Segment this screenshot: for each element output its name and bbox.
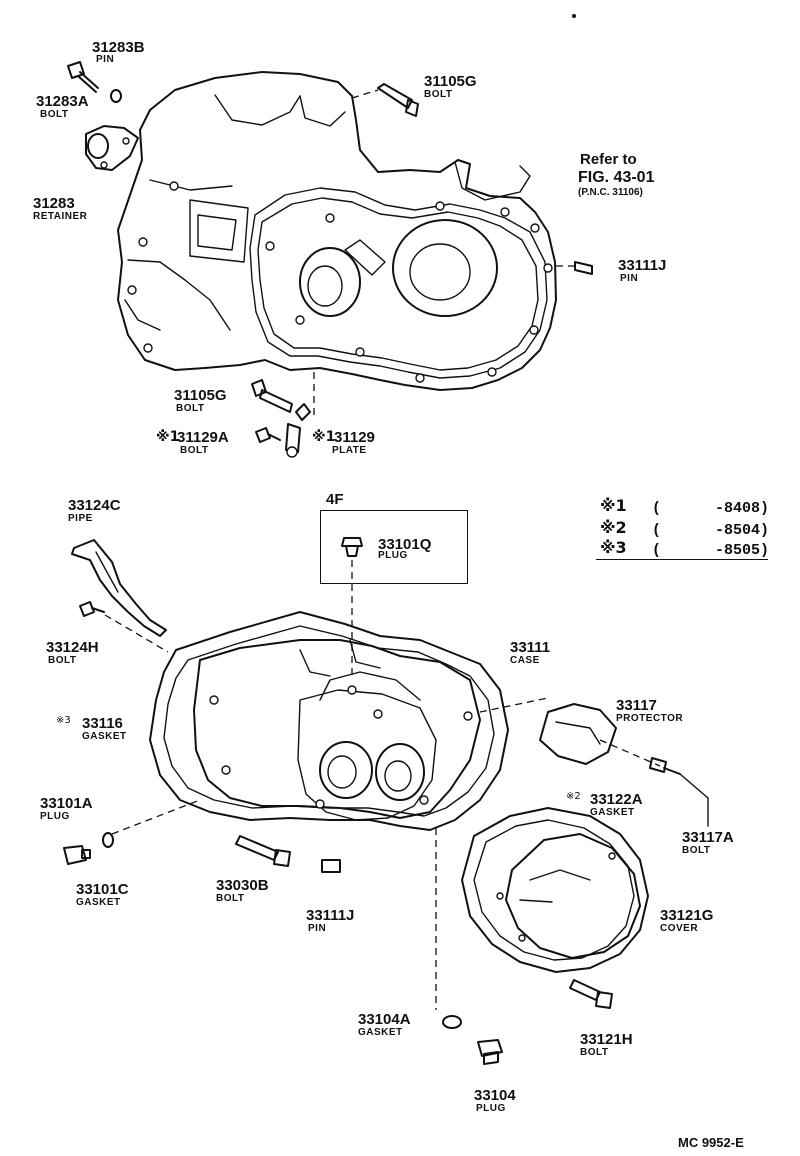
legend-underline [596, 559, 768, 560]
label-33101C-number: 33101C [76, 881, 129, 898]
label-33122A-number: 33122A [590, 791, 643, 808]
label-31129-number: 31129 [334, 429, 375, 446]
label-33116-number: 33116 [82, 715, 123, 732]
label-31283B-name: PIN [96, 54, 115, 65]
top-fasteners [67, 61, 593, 458]
legend-1-mark: ※1 [600, 496, 627, 515]
refer-figure-text: FIG. 43-01 [578, 169, 655, 186]
label-33121H-name: BOLT [580, 1047, 609, 1058]
protector-33117 [539, 703, 617, 765]
label-33121H-number: 33121H [580, 1031, 633, 1048]
label-31105G-bottom-name: BOLT [176, 403, 205, 414]
gasket-33116 [149, 611, 509, 831]
pin-33111J-shape [321, 859, 341, 873]
label-33104A-name: GASKET [358, 1027, 403, 1038]
label-31105G-top-number: 31105G [424, 73, 477, 90]
label-33121G-number: 33121G [660, 907, 714, 924]
label-33117A-name: BOLT [682, 845, 711, 856]
label-33104A-number: 33104A [358, 1011, 411, 1028]
plug-33101Q-shape [341, 537, 363, 557]
label-33121G-name: COVER [660, 923, 699, 934]
label-33101Q-number: 33101Q [378, 536, 432, 553]
gasket-33122A-cover-33121G [461, 807, 649, 973]
transaxle-housing [117, 71, 557, 391]
plug-33104-shape [477, 1039, 503, 1057]
label-33111-name: CASE [510, 655, 540, 666]
legend-2-mark: ※2 [600, 518, 627, 537]
refer-pnc-text: (P.N.C. 31106) [578, 187, 643, 198]
pipe-33124C [71, 539, 167, 637]
label-33101A-number: 33101A [40, 795, 93, 812]
bolt-33121H-shape [569, 979, 601, 1001]
label-31283A-number: 31283A [36, 93, 89, 110]
gasket-33101C-shape [102, 832, 114, 848]
legend-3-range: ( -8505) [652, 542, 770, 559]
bolt-33030B-shape [235, 835, 279, 861]
refer-to-text: Refer to [580, 151, 637, 168]
label-31283A-name: BOLT [40, 109, 69, 120]
plug-33101A-shape [63, 845, 87, 865]
label-33104-number: 33104 [474, 1087, 516, 1104]
legend-3-mark: ※3 [600, 538, 627, 557]
label-33111J-bottom-number: 33111J [306, 907, 355, 924]
label-31105G-bottom-number: 31105G [174, 387, 227, 404]
figure-code: MC 9952-E [678, 1135, 744, 1150]
label-31129-name: PLATE [332, 445, 367, 456]
label-33122A-name: GASKET [590, 807, 635, 818]
variant-box [320, 510, 468, 584]
label-33117A-number: 33117A [682, 829, 734, 846]
label-33030B-number: 33030B [216, 877, 269, 894]
label-33111J-top-name: PIN [620, 273, 639, 284]
label-31129A-number: 31129A [177, 429, 229, 446]
label-33122A-mark: ※2 [566, 791, 581, 802]
label-33124H-name: BOLT [48, 655, 77, 666]
gasket-33104A-shape [442, 1015, 462, 1029]
label-31129A-name: BOLT [180, 445, 209, 456]
label-33111J-bottom-name: PIN [308, 923, 327, 934]
legend-1-range: ( -8408) [652, 500, 770, 517]
label-33101A-name: PLUG [40, 811, 70, 822]
label-31283-name: RETAINER [33, 211, 88, 222]
label-33116-name: GASKET [82, 731, 127, 742]
label-31105G-top-name: BOLT [424, 89, 453, 100]
label-33124H-number: 33124H [46, 639, 99, 656]
label-33111J-top-number: 33111J [618, 257, 667, 274]
label-33030B-name: BOLT [216, 893, 245, 904]
label-31283B-number: 31283B [92, 39, 145, 56]
bolt-33124H-shape [79, 601, 95, 617]
label-33124C-name: PIPE [68, 513, 93, 524]
legend-2-range: ( -8504) [652, 522, 770, 539]
variant-box-label: 4F [326, 491, 344, 508]
label-31129A-mark: ※1 [156, 429, 180, 445]
label-33124C-number: 33124C [68, 497, 121, 514]
label-33111-number: 33111 [510, 639, 551, 656]
label-31283-number: 31283 [33, 195, 75, 212]
label-33101Q-name: PLUG [378, 550, 408, 561]
label-33104-name: PLUG [476, 1103, 506, 1114]
label-33117-name: PROTECTOR [616, 713, 684, 724]
label-33116-mark: ※3 [56, 715, 71, 726]
case-33111 [193, 639, 481, 821]
label-31129-mark: ※1 [312, 429, 336, 445]
label-33101C-name: GASKET [76, 897, 121, 908]
label-33117-number: 33117 [616, 697, 657, 714]
